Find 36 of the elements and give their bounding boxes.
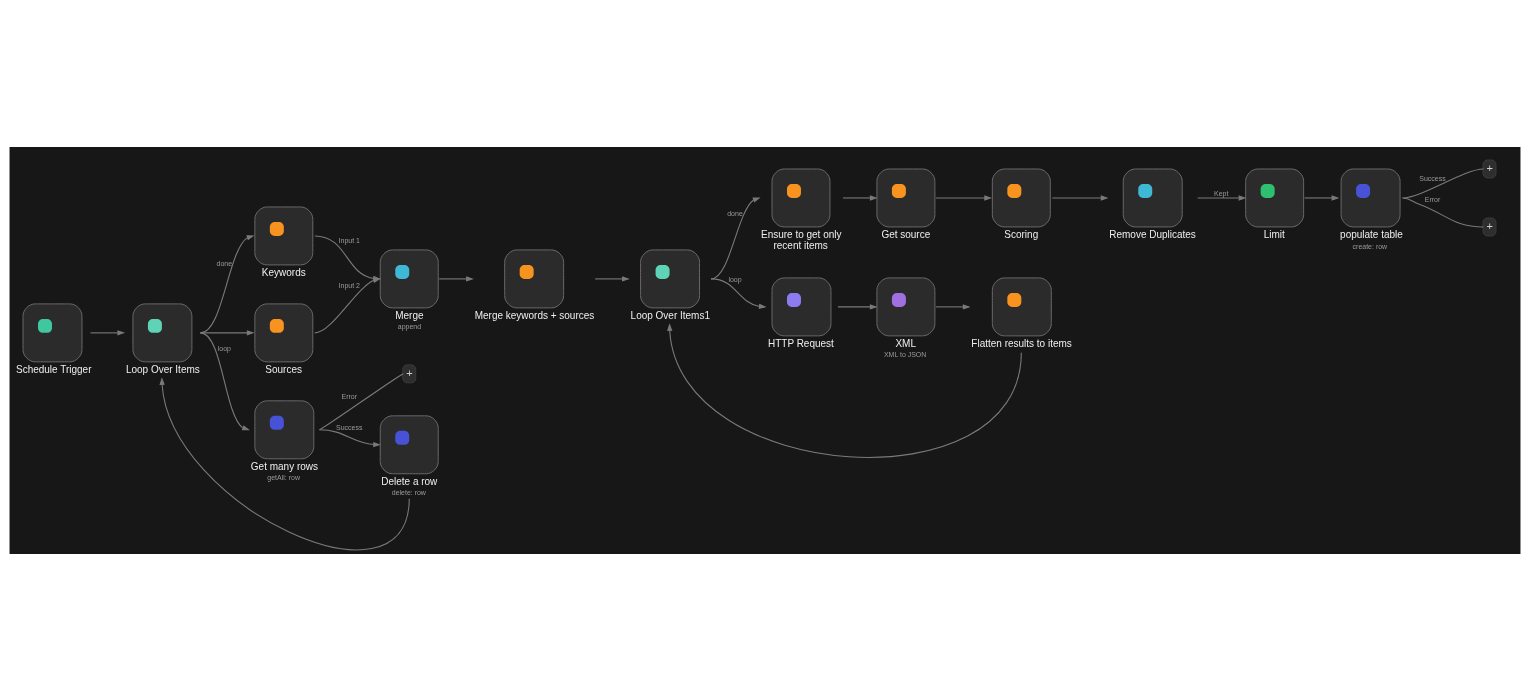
arrow [1304,194,1340,201]
connector [1402,196,1485,227]
node-label: Scoring [1004,228,1039,240]
node-label: Remove Duplicates [1109,228,1196,240]
arrow [1197,194,1247,201]
arrow [438,275,474,282]
arrow [594,275,630,282]
node-label: Get source [881,228,931,240]
arrow [159,376,410,550]
connector [318,372,404,430]
arrow [837,303,878,310]
node-label: Keywords [261,266,306,278]
node-label: Sources [265,363,302,375]
arrow [1051,194,1109,201]
node-label: HTTP Request [768,337,834,349]
node-label: Ensure to get only recent items [761,228,842,251]
node-label: Delete a row [381,475,438,487]
connector [1402,167,1485,198]
node-label: Merge keywords + sources [474,309,595,321]
node-label: Flatten results to items [971,337,1072,349]
node-label: Loop Over Items [125,363,200,375]
node-label: XML [895,337,916,349]
arrow [199,331,250,430]
arrow [318,428,381,447]
arrow [89,329,126,336]
arrow [935,303,971,310]
node-label: Get many rows [250,460,318,472]
arrow [842,194,878,201]
node-label: populate table [1340,228,1403,240]
node-label: Merge [395,309,424,321]
node-label: Schedule Trigger [16,363,92,375]
node-label: Limit [1263,228,1285,240]
arrow [710,277,767,309]
node-label: Loop Over Items1 [630,309,710,321]
arrow [935,194,992,201]
arrow [667,322,1022,457]
